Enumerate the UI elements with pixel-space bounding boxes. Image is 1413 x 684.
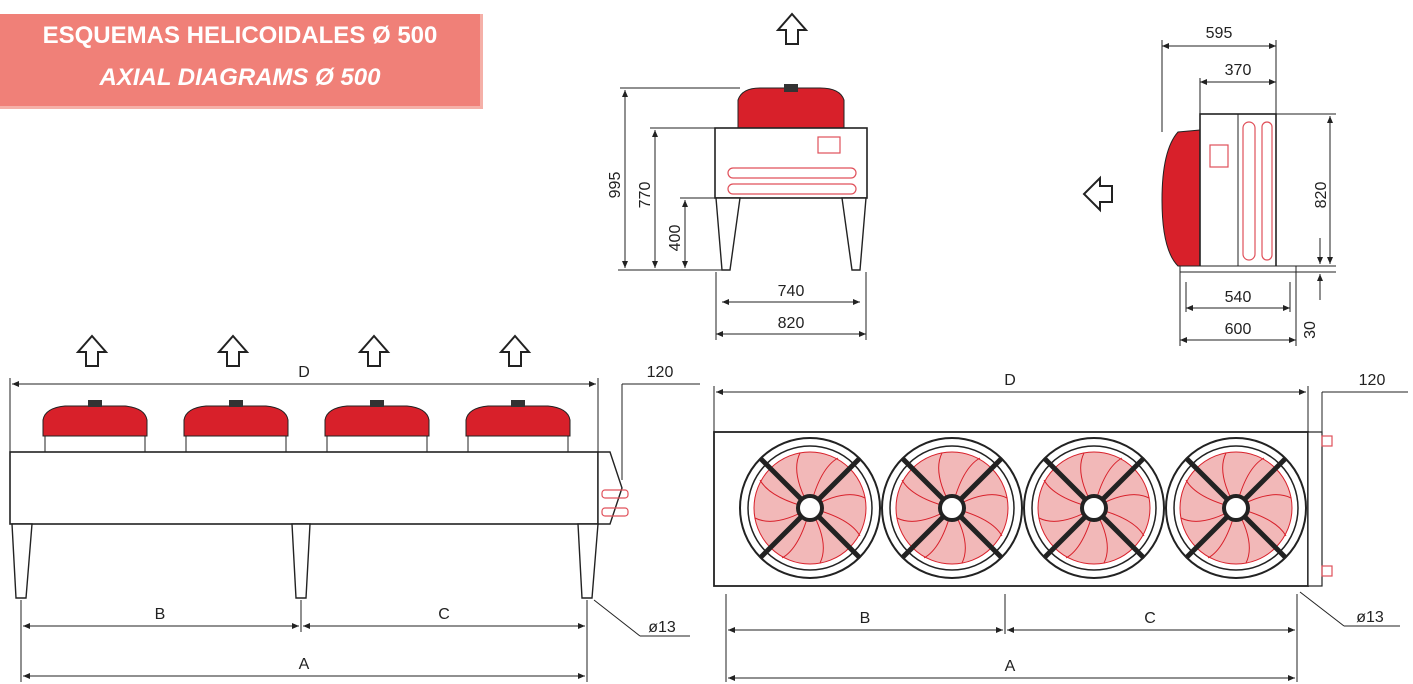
dim-120-plan: 120	[1359, 372, 1386, 389]
dim-120: 120	[647, 364, 674, 381]
fan-grille	[1166, 438, 1306, 578]
airflow-arrow-icon	[77, 335, 107, 367]
side-view: 595 370 820 30 540 600	[1082, 25, 1336, 346]
airflow-arrow-icon	[218, 335, 248, 367]
dim-740: 740	[778, 283, 805, 300]
elevation-view: D 120 B C A ø13	[9, 335, 700, 682]
dim-820: 820	[778, 315, 805, 332]
dim-400: 400	[667, 225, 684, 252]
dim-595: 595	[1206, 25, 1233, 42]
fan-cover-front	[737, 87, 845, 129]
dim-B: B	[155, 606, 166, 623]
title-spanish: ESQUEMAS HELICOIDALES Ø 500	[42, 22, 438, 49]
fan-grille	[740, 438, 880, 578]
airflow-arrow-icon	[359, 335, 389, 367]
airflow-arrow-icon	[500, 335, 530, 367]
dim-B-plan: B	[860, 610, 871, 627]
airflow-arrow-left-icon	[1082, 175, 1113, 213]
dim-820-side: 820	[1313, 182, 1330, 209]
dim-C-plan: C	[1144, 610, 1156, 627]
unit-legs-front	[715, 197, 867, 271]
dim-A-plan: A	[1005, 658, 1016, 675]
dim-995: 995	[607, 172, 624, 199]
unit-body-elevation	[9, 451, 599, 525]
fan-grille	[882, 438, 1022, 578]
dim-A: A	[299, 656, 310, 673]
dim-hole-plan: ø13	[1356, 609, 1384, 626]
front-view: 995 770 400 740 820	[607, 13, 868, 340]
dim-600: 600	[1225, 321, 1252, 338]
dim-hole: ø13	[648, 619, 676, 636]
airflow-arrow-icon	[777, 13, 807, 45]
title-banner: ESQUEMAS HELICOIDALES Ø 500 AXIAL DIAGRA…	[0, 14, 483, 109]
dim-770: 770	[637, 182, 654, 209]
dim-30: 30	[1302, 321, 1319, 339]
plan-view: D 120 B C A ø13	[713, 372, 1408, 682]
dim-370: 370	[1225, 62, 1252, 79]
dim-540: 540	[1225, 289, 1252, 306]
fan-grille	[1024, 438, 1164, 578]
dim-C: C	[438, 606, 450, 623]
dim-D: D	[298, 364, 310, 381]
unit-body-front	[714, 127, 868, 199]
title-english: AXIAL DIAGRAMS Ø 500	[99, 64, 381, 91]
fan-cover-side	[1161, 129, 1201, 267]
dim-D-plan: D	[1004, 372, 1016, 389]
